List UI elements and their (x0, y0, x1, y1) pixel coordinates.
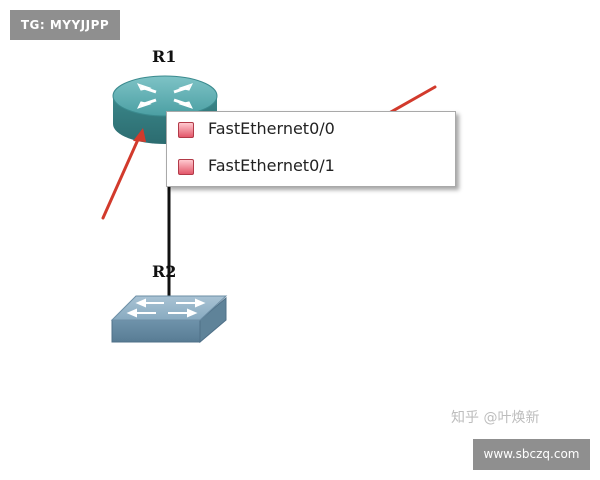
device-label-r1: R1 (152, 47, 177, 66)
menu-item-fastethernet0-0[interactable]: FastEthernet0/0 (167, 114, 455, 148)
url-badge: www.sbczq.com (473, 439, 590, 470)
menu-item-label: FastEthernet0/1 (208, 156, 335, 175)
interface-context-menu: FastEthernet0/0 FastEthernet0/1 (166, 111, 456, 187)
annotation-arrow-left (101, 128, 146, 220)
router-r1[interactable] (112, 75, 218, 144)
watermark-text: 知乎 @叶焕新 (451, 410, 540, 426)
interface-port-icon (178, 159, 194, 175)
device-label-r2: R2 (152, 262, 177, 281)
switch-arrows-icon (126, 298, 206, 318)
menu-item-label: FastEthernet0/0 (208, 119, 335, 138)
switch-r2[interactable] (110, 295, 228, 344)
tag-badge: TG: MYYJJPP (10, 10, 120, 40)
interface-port-icon (178, 122, 194, 138)
menu-item-fastethernet0-1[interactable]: FastEthernet0/1 (167, 151, 455, 185)
router-arrows-icon (137, 83, 193, 109)
